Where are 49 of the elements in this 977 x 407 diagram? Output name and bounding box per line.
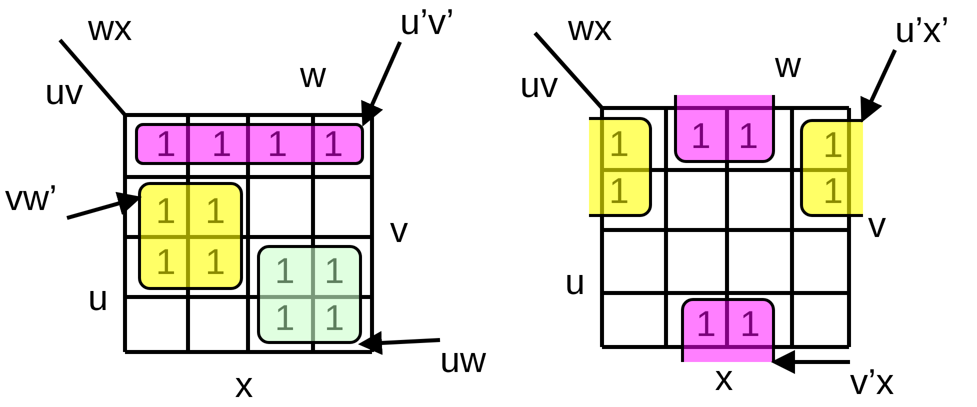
variable-label: v	[390, 210, 408, 250]
term-label: uw	[440, 340, 498, 380]
variable-label: wx	[568, 8, 612, 48]
variable-label: w	[300, 55, 326, 95]
variable-label: x	[235, 365, 253, 405]
group-loop	[800, 119, 863, 217]
cell-value: 1	[154, 126, 177, 162]
variable-label: x	[715, 358, 733, 398]
cell-value: 1	[204, 192, 226, 228]
cell-value: 1	[154, 244, 177, 280]
term-label: u’x’	[895, 10, 973, 50]
cell-value: 1	[274, 253, 296, 290]
leader-arrow	[358, 331, 440, 355]
cell-value: 1	[274, 300, 296, 336]
variable-label: u	[565, 262, 586, 302]
cell-value: 1	[608, 172, 630, 208]
term-label: v’x	[850, 362, 920, 402]
variable-label: w	[775, 45, 801, 85]
leader-arrow	[860, 49, 897, 123]
variable-label: wx	[88, 8, 132, 48]
cell-value: 1	[822, 127, 844, 163]
cell-value: 1	[737, 118, 760, 154]
cell-value: 1	[204, 244, 226, 280]
group-loop	[257, 245, 362, 344]
group-loop	[135, 123, 364, 165]
cell-value: 1	[608, 126, 630, 162]
cell-value: 1	[154, 192, 177, 228]
cell-value: 1	[822, 173, 844, 209]
cell-value: 1	[694, 306, 718, 342]
cell-value: 1	[323, 253, 346, 290]
cell-value: 1	[323, 300, 346, 336]
leader-arrow	[361, 41, 402, 127]
variable-label: u	[88, 278, 108, 318]
leader-arrow	[771, 350, 850, 374]
cell-value: 1	[322, 126, 344, 162]
leader-arrow	[66, 192, 142, 220]
group-loop	[681, 298, 775, 362]
group-loop	[589, 117, 652, 217]
cell-value: 1	[210, 126, 233, 162]
term-label: u’v’	[400, 2, 472, 42]
cell-value: 1	[690, 118, 712, 154]
term-label: vw’	[5, 178, 67, 218]
cell-value: 1	[266, 126, 288, 162]
variable-label: v	[868, 205, 886, 245]
cell-value: 1	[738, 306, 762, 342]
group-loop	[674, 95, 775, 163]
variable-label: uv	[45, 72, 84, 112]
variable-label: uv	[520, 65, 558, 105]
group-loop	[138, 182, 243, 290]
